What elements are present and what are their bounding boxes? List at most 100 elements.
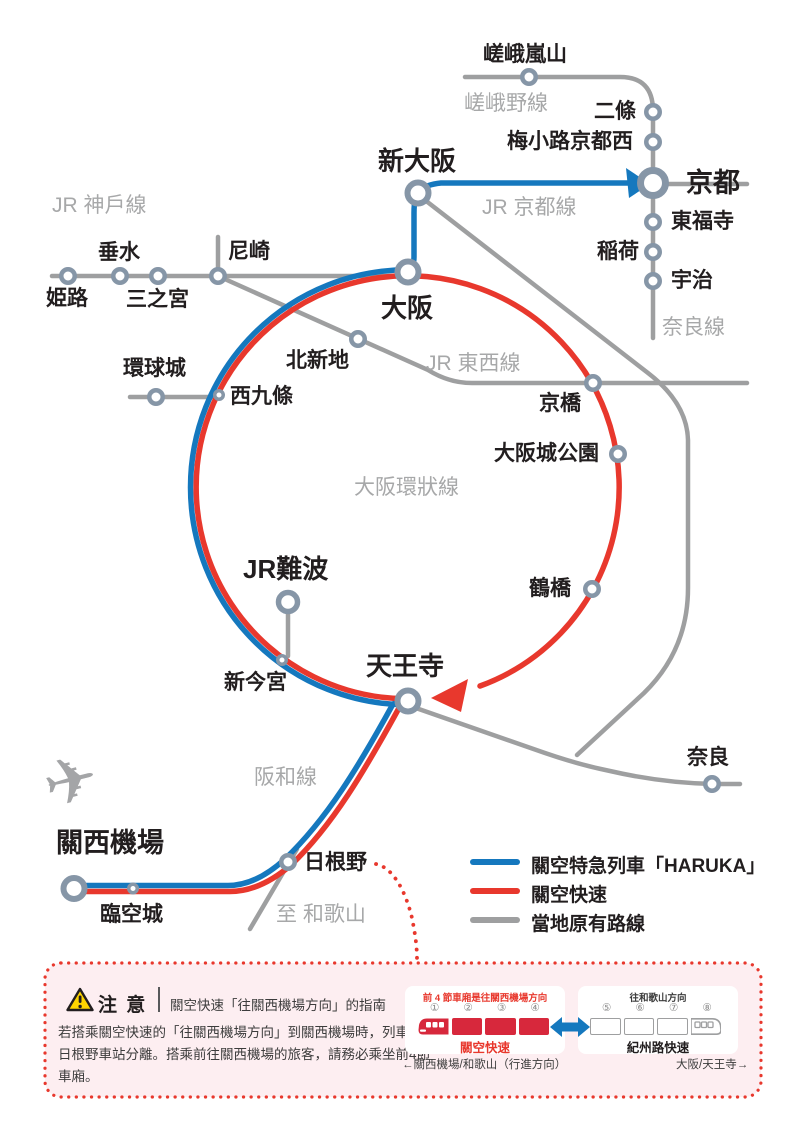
rapid-arrowhead [431, 679, 468, 712]
notice-body-line-2: 日根野車站分離。搭乘前往關西機場的旅客，請務必乘坐前4節 [58, 1047, 431, 1062]
label-kitashinchi: 北新地 [286, 349, 349, 372]
tennoji-nara-path [410, 704, 743, 787]
label-nara-line: 奈良線 [662, 316, 725, 339]
label-kansai-airport: 關西機場 [56, 828, 164, 858]
station-jr-namba [275, 589, 301, 615]
station-rinku-town [127, 882, 139, 895]
label-inari: 稲荷 [597, 240, 639, 263]
wakayama-car-numbers: ⑤ ⑥ ⑦ ⑧ [590, 1003, 724, 1014]
airport-cars-label: 關空快速 [459, 1041, 510, 1055]
label-nijo: 二條 [594, 100, 636, 123]
train-car [590, 1018, 621, 1035]
label-universal-city: 環球城 [123, 357, 186, 380]
station-osakajo-koen [609, 445, 627, 463]
airport-cars-row [418, 1018, 549, 1035]
wakayama-cars-row [590, 1018, 721, 1035]
label-kyobashi: 京橋 [539, 392, 581, 415]
label-sannomiya: 三之宮 [126, 288, 189, 311]
station-kansai-airport [60, 875, 88, 902]
station-tsuruhashi [583, 580, 601, 598]
station-kitashinchi [349, 330, 367, 348]
legend-local-swatch [470, 917, 520, 923]
label-shin-imamiya: 新今宮 [224, 671, 287, 694]
train-car [518, 1018, 549, 1035]
local-lines [49, 74, 750, 932]
wakayama-cars-label: 紀州路快速 [626, 1041, 690, 1055]
label-umekoji: 梅小路京都西 [507, 130, 633, 153]
station-saga-arashiyama [520, 68, 538, 86]
haruka-line-path [71, 180, 635, 889]
rapid-line-approach-path [71, 705, 402, 895]
label-jr-namba: JR難波 [243, 554, 329, 584]
station-umekoji [644, 133, 662, 151]
label-nishikujo: 西九條 [230, 385, 293, 408]
label-osaka-loop-line: 大阪環狀線 [354, 476, 459, 499]
station-uji [644, 272, 662, 290]
legend-rapid-swatch [470, 888, 520, 894]
notice-title: 注 意 [98, 995, 148, 1016]
station-osaka [394, 258, 422, 286]
label-tsuruhashi: 鶴橋 [529, 577, 571, 600]
label-saga-arashiyama: 嵯峨嵐山 [483, 43, 567, 66]
label-osaka: 大阪 [381, 293, 434, 323]
station-tennoji [394, 687, 422, 715]
notice-body-line-1: 若搭乘關空快速的「往關西機場方向」到關西機場時，列車將在 [58, 1025, 436, 1040]
car-number-4: ④ [530, 1002, 540, 1014]
train-car [451, 1018, 482, 1035]
car-number-7: ⑦ [669, 1002, 679, 1014]
double-arrow-icon [550, 1017, 590, 1037]
train-front-icon [418, 1018, 449, 1035]
train-car [657, 1018, 688, 1035]
label-nara: 奈良 [687, 746, 729, 769]
station-amagasaki [209, 267, 227, 285]
station-kyoto [637, 167, 669, 199]
label-osakajo-koen: 大阪城公園 [494, 442, 599, 465]
station-nishikujo [213, 389, 225, 401]
notice-connector-dotted [374, 862, 419, 962]
label-tofukuji: 東福寺 [671, 210, 734, 233]
car-number-2: ② [463, 1002, 473, 1014]
diagram-caption-right: 大阪/天王寺→ [676, 1059, 749, 1071]
car-number-5: ⑤ [602, 1002, 612, 1014]
legend-local-label: 當地原有路線 [531, 914, 646, 935]
airport-cars-heading: 前 4 節車廂是往關西機場方向 [422, 993, 548, 1004]
car-number-6: ⑥ [635, 1002, 645, 1014]
label-uji: 宇治 [671, 269, 713, 292]
notice-body-line-3: 車廂。 [58, 1069, 99, 1084]
car-number-1: ① [430, 1002, 440, 1014]
label-kyoto: 京都 [686, 168, 740, 198]
label-to-wakayama: 至 和歌山 [276, 903, 366, 926]
label-sagano-line: 嵯峨野線 [464, 92, 548, 115]
station-nara [703, 775, 721, 793]
car-number-3: ③ [497, 1002, 507, 1014]
station-universal-city [147, 388, 165, 406]
warning-icon [66, 987, 94, 1012]
label-jr-kobe-line: JR 神戶線 [52, 194, 147, 217]
label-rinku-town: 臨空城 [100, 903, 163, 926]
station-shin-imamiya [276, 654, 288, 666]
station-markers [59, 68, 721, 902]
label-tarumi: 垂水 [98, 241, 140, 264]
station-tarumi [111, 267, 129, 285]
label-hineno: 日根野 [304, 851, 367, 874]
train-rear-icon [690, 1018, 721, 1035]
station-sannomiya [149, 267, 167, 285]
label-shin-osaka: 新大阪 [378, 146, 457, 176]
legend-rapid-label: 關空快速 [531, 885, 608, 906]
label-jr-kyoto-line: JR 京都線 [482, 196, 577, 219]
train-car [623, 1018, 654, 1035]
station-nijo [644, 103, 662, 121]
label-hanwa-line: 阪和線 [254, 766, 317, 789]
train-car [485, 1018, 516, 1035]
tozai-line-path [215, 273, 750, 386]
station-kyobashi [584, 374, 602, 392]
car-number-8: ⑧ [702, 1002, 712, 1014]
label-himeji: 姫路 [46, 287, 88, 310]
label-tennoji: 天王寺 [366, 651, 445, 681]
station-himeji [59, 267, 77, 285]
wakayama-cars-heading: 往和歌山方向 [629, 993, 687, 1004]
station-inari [644, 243, 662, 261]
label-jr-tozai-line: JR 東西線 [426, 352, 521, 375]
notice-divider [158, 987, 160, 1012]
